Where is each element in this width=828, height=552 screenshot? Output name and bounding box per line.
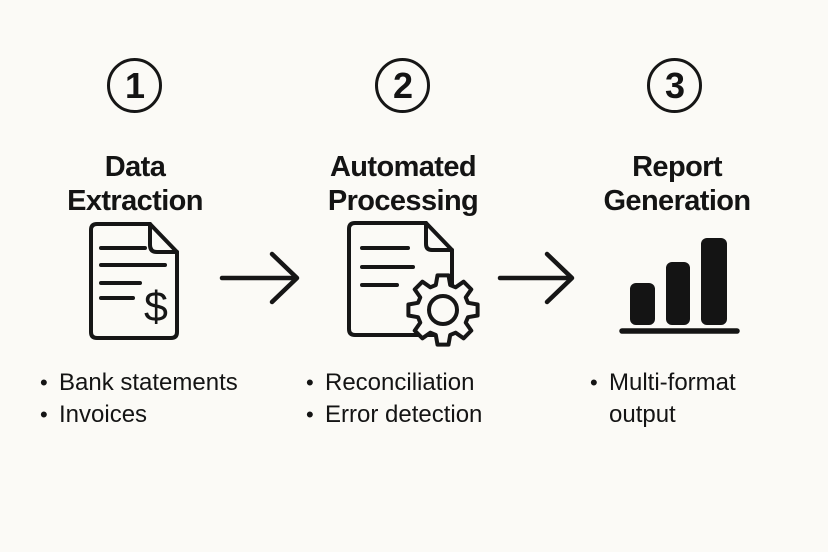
bullet-item: • Bank statements xyxy=(40,367,270,399)
arrow-right-icon xyxy=(219,251,300,305)
bullet-item: • Reconciliation xyxy=(306,367,536,399)
arrow-right-icon xyxy=(497,251,575,305)
bullet-list: • Multi-format output xyxy=(590,367,758,431)
bullet-item: • Multi-format output xyxy=(590,367,758,431)
bullet-dot: • xyxy=(40,370,48,395)
title-line-2: Processing xyxy=(327,185,479,218)
bullet-dot: • xyxy=(590,370,598,395)
bullet-text: Invoices xyxy=(59,401,148,428)
step-number-badge: 2 xyxy=(375,58,430,113)
title-line-1: Automated xyxy=(329,151,477,184)
bullet-text: Reconciliation xyxy=(325,369,475,396)
bullet-item: • Invoices xyxy=(40,399,270,431)
title-line-2: Generation xyxy=(603,185,751,218)
bullet-dot: • xyxy=(40,402,48,427)
bullet-text: Error detection xyxy=(325,401,483,428)
bullet-dot: • xyxy=(306,370,314,395)
bar-chart-icon xyxy=(619,238,740,334)
title-line-2: Extraction xyxy=(67,185,203,218)
bullet-text: Multi-format output xyxy=(609,369,736,428)
bullet-dot: • xyxy=(306,402,314,427)
bullet-list: • Reconciliation • Error detection xyxy=(306,367,536,431)
step-number-badge: 3 xyxy=(647,58,702,113)
step-number: 3 xyxy=(664,64,685,106)
title-line-1: Data xyxy=(104,151,166,184)
document-gear-icon xyxy=(347,221,480,347)
step-number: 1 xyxy=(124,64,145,106)
document-dollar-icon: $ xyxy=(89,222,179,340)
step-number: 2 xyxy=(392,64,413,106)
dollar-symbol: $ xyxy=(144,283,168,331)
bullet-text: Bank statements xyxy=(59,369,238,396)
gear-icon xyxy=(406,273,480,347)
title-line-1: Report xyxy=(632,151,722,184)
step-number-badge: 1 xyxy=(107,58,162,113)
bullet-list: • Bank statements • Invoices xyxy=(40,367,270,431)
bullet-item: • Error detection xyxy=(306,399,536,431)
